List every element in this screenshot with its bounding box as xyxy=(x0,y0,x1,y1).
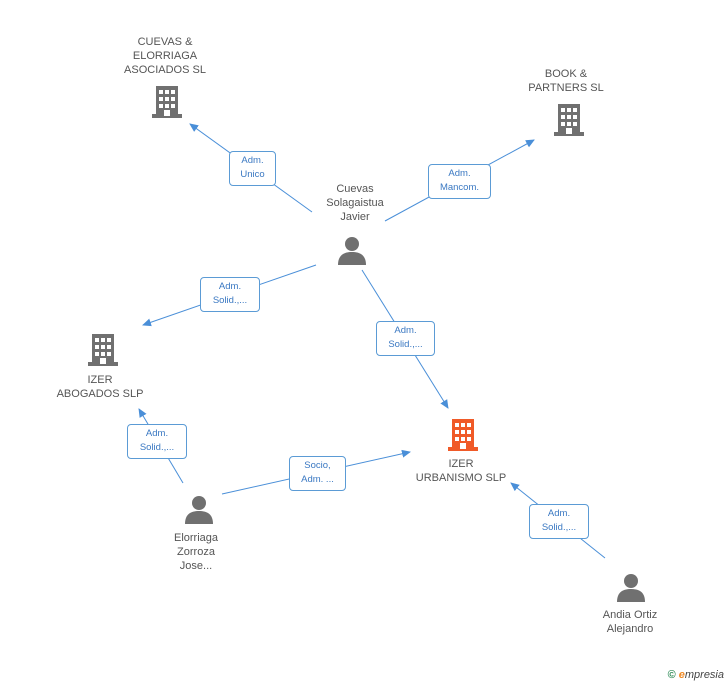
node-label-izer-urbanismo[interactable]: IZER URBANISMO SLP xyxy=(415,458,507,484)
edge-label-adm-solid[interactable]: Adm. Solid.,... xyxy=(529,504,589,539)
brand-name: mpresia xyxy=(684,669,724,681)
node-label-book-partners[interactable]: BOOK & PARTNERS SL xyxy=(528,68,604,94)
building-icon xyxy=(152,86,182,118)
edge-label-adm-unico[interactable]: Adm. Unico xyxy=(229,151,276,186)
edge-label-adm-solid[interactable]: Adm. Solid.,... xyxy=(376,321,435,356)
node-label-andia-ortiz[interactable]: Andia Ortiz Alejandro xyxy=(602,609,658,635)
copyright-icon: © xyxy=(667,669,676,681)
brand-initial: e xyxy=(678,669,685,681)
person-icon xyxy=(338,237,366,265)
building-icon xyxy=(554,104,584,136)
edge-label-adm-mancom[interactable]: Adm. Mancom. xyxy=(428,164,491,199)
building-icon-highlight xyxy=(448,419,478,451)
brand-logo: © empresia xyxy=(668,669,724,681)
node-label-elorriaga-zorroza[interactable]: Elorriaga Zorroza Jose... xyxy=(173,532,219,572)
node-label-cuevas-elorriaga[interactable]: CUEVAS & ELORRIAGA ASOCIADOS SL xyxy=(124,36,206,76)
person-icon xyxy=(617,574,645,602)
edge-label-adm-solid[interactable]: Adm. Solid.,... xyxy=(200,277,260,312)
node-label-izer-abogados[interactable]: IZER ABOGADOS SLP xyxy=(56,374,144,400)
person-icon xyxy=(185,496,213,524)
edge-label-socio-adm[interactable]: Socio, Adm. ... xyxy=(289,456,346,491)
node-label-cuevas-solagaistua[interactable]: Cuevas Solagaistua Javier xyxy=(326,183,384,223)
edge-label-adm-solid[interactable]: Adm. Solid.,... xyxy=(127,424,187,459)
building-icon xyxy=(88,334,118,366)
